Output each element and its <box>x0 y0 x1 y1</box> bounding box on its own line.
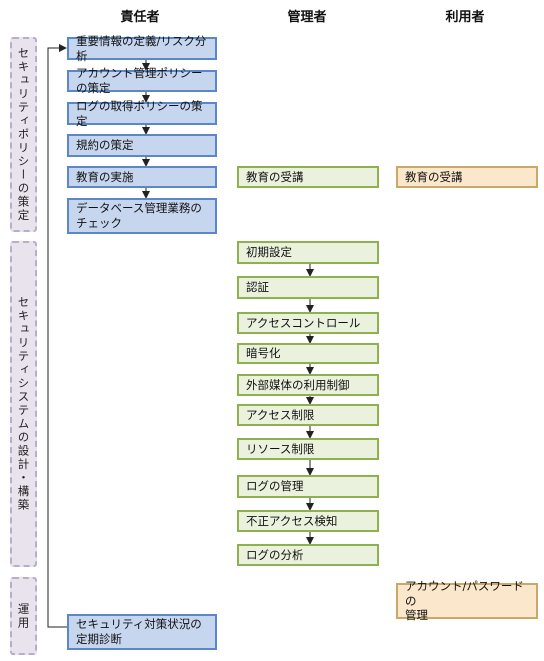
admin-initial-setup: 初期設定 <box>237 241 379 264</box>
step-log-policy: ログの取得ポリシーの策定 <box>67 99 217 128</box>
step-account-policy: アカウント管理ポリシーの策定 <box>67 66 217 95</box>
admin-intrusion-detection: 不正アクセス検知 <box>237 510 379 532</box>
step-db-check: データベース管理業務の チェック <box>67 198 217 234</box>
phase-policy: セキュリティポリシーの策定 <box>10 37 37 232</box>
step-rules: 規約の策定 <box>67 134 217 157</box>
admin-authentication: 認証 <box>237 276 379 299</box>
admin-encryption: 暗号化 <box>237 343 379 364</box>
user-account-password: アカウント/パスワードの 管理 <box>396 579 538 622</box>
admin-education: 教育の受講 <box>237 166 379 188</box>
header-responsible: 責任者 <box>120 10 160 25</box>
arrow-loop <box>47 44 67 628</box>
header-admin: 管理者 <box>287 10 327 25</box>
admin-access-control: アクセスコントロール <box>237 312 379 334</box>
phase-operation: 運用 <box>10 577 37 655</box>
phase-operation-label: 運用 <box>16 602 31 630</box>
admin-access-restriction: アクセス制限 <box>237 404 379 426</box>
step-education: 教育の実施 <box>67 166 217 188</box>
step-periodic-diagnosis: セキュリティ対策状況の 定期診断 <box>67 614 217 650</box>
step-risk-analysis: 重要情報の定義/リスク分析 <box>67 34 217 63</box>
header-user: 利用者 <box>445 10 485 25</box>
admin-log-analysis: ログの分析 <box>237 544 379 566</box>
admin-external-media: 外部媒体の利用制御 <box>237 374 379 396</box>
phase-system: セキュリティシステムの設計・構築 <box>10 241 37 567</box>
phase-system-label: セキュリティシステムの設計・構築 <box>16 296 31 512</box>
admin-log-management: ログの管理 <box>237 475 379 498</box>
phase-policy-label: セキュリティポリシーの策定 <box>16 46 31 223</box>
user-education: 教育の受講 <box>396 166 538 188</box>
admin-resource-limit: リソース制限 <box>237 438 379 460</box>
